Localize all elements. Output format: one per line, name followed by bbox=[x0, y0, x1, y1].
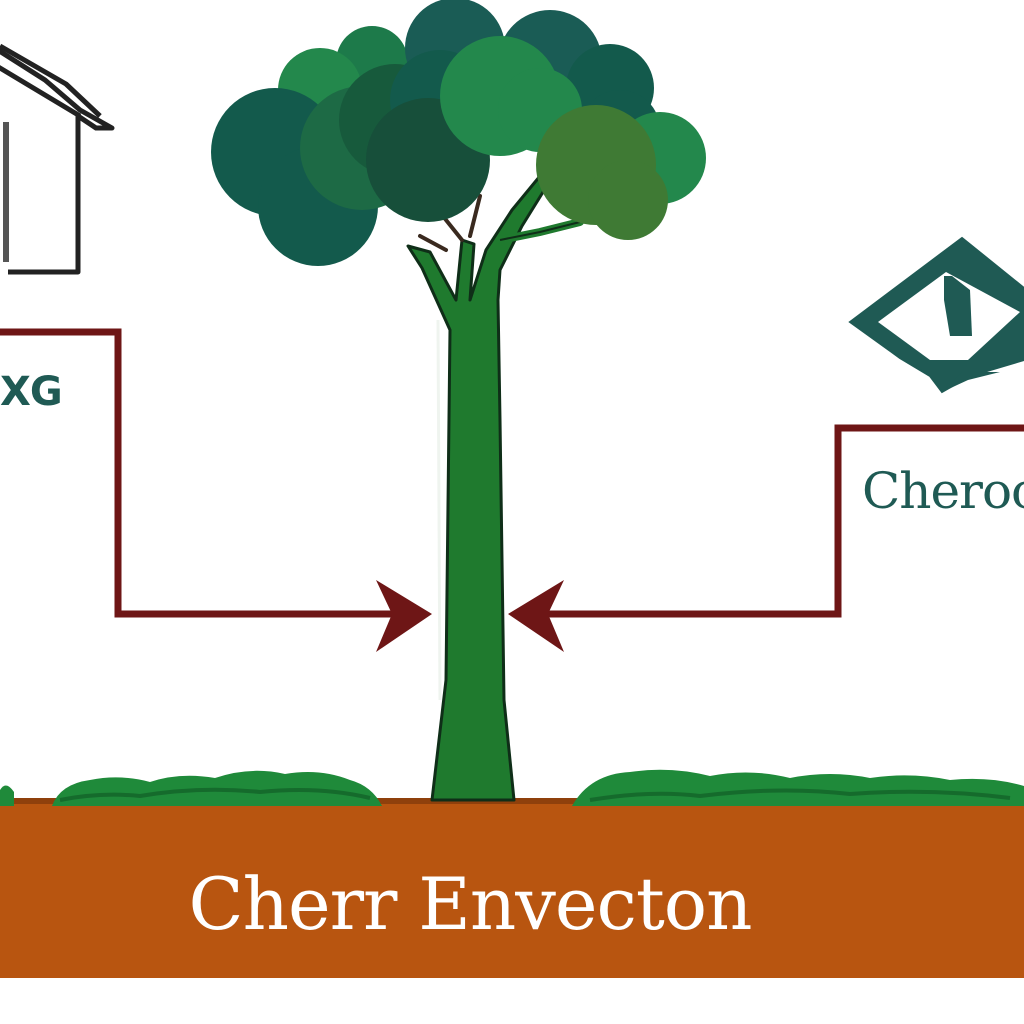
right-connector bbox=[542, 424, 1024, 618]
left-label: XG bbox=[0, 369, 63, 415]
left-arrowhead bbox=[376, 580, 432, 652]
grass-right bbox=[572, 769, 1024, 806]
right-label: Cheroc bbox=[862, 462, 1024, 520]
diamond-emblem-icon bbox=[848, 236, 1024, 394]
grass-left bbox=[0, 770, 382, 806]
tree-trunk bbox=[406, 174, 584, 802]
left-connector bbox=[0, 328, 398, 618]
right-arrowhead bbox=[508, 580, 564, 652]
tree-canopy bbox=[211, 0, 706, 266]
soil-label: Cherr Envecton bbox=[188, 862, 753, 946]
house-icon bbox=[0, 43, 115, 275]
soil-band bbox=[0, 800, 1024, 978]
